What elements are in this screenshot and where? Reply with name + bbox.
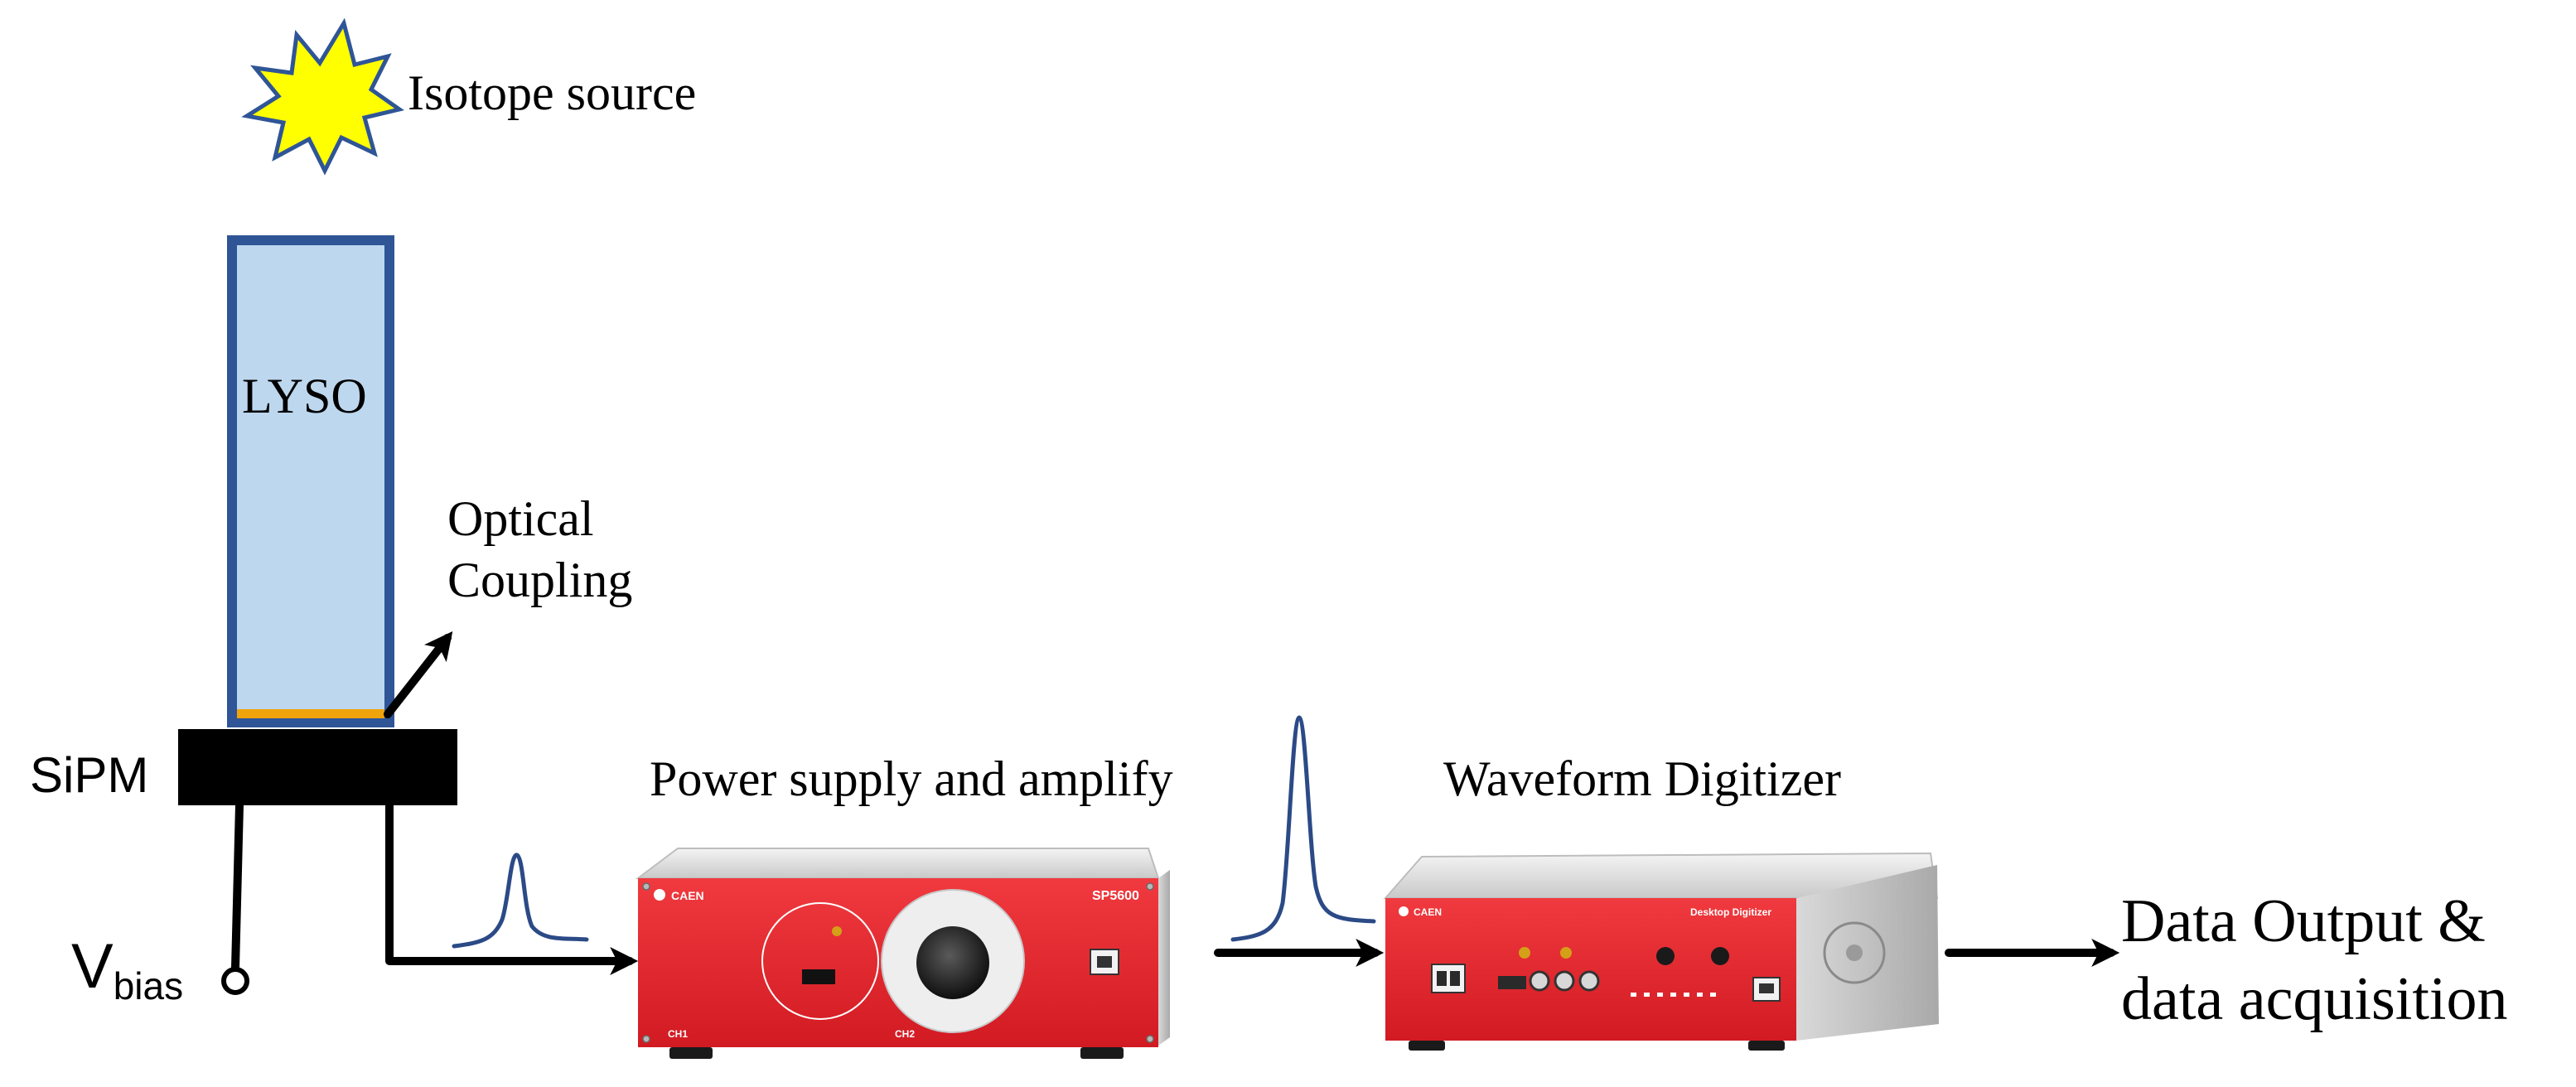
coupling-label-line1: Optical	[447, 491, 594, 546]
channel-1-connector-icon	[832, 926, 842, 936]
digitizer-foot-right	[1748, 1041, 1785, 1051]
digitizer-device: Waveform Digitizer CAEN Desktop Digitize…	[1383, 751, 1939, 1051]
digitizer-usb-inner	[1759, 983, 1774, 993]
channel-2-label: CH2	[895, 1028, 915, 1040]
digitizer-connector-icon	[1578, 970, 1600, 992]
digitizer-led-row	[1631, 993, 1716, 997]
digitizer-foot-left	[1409, 1041, 1445, 1051]
bias-terminal-icon	[221, 967, 249, 995]
lyso-crystal: LYSO	[227, 235, 394, 727]
optical-coupling-callout: Optical Coupling	[384, 491, 632, 718]
digitizer-connector-icon	[1529, 970, 1550, 992]
channel-1-display	[802, 969, 835, 984]
amplifier-top	[636, 848, 1160, 879]
amplifier-brand: CAEN	[671, 889, 704, 902]
amplifier-brand-logo-icon	[654, 889, 665, 901]
amplifier-foot-right	[1080, 1047, 1124, 1059]
sipm: SiPM	[30, 729, 457, 805]
lyso-label: LYSO	[242, 369, 367, 423]
digitizer-fan-hub	[1846, 944, 1863, 961]
coupling-label-line2: Coupling	[447, 553, 632, 607]
digitizer-label: Waveform Digitizer	[1443, 751, 1841, 806]
digitizer-clock-port-icon	[1498, 976, 1526, 989]
isotope-source: Isotope source	[241, 17, 696, 176]
digitizer-side	[1796, 865, 1939, 1041]
digitizer-fan-icon	[1823, 921, 1886, 984]
coupling-pointer-arrow	[384, 630, 453, 718]
digitizer-optical-port-inner	[1437, 971, 1447, 986]
amplifier-screw-icon	[642, 1035, 650, 1043]
amplifier-screw-icon	[1146, 882, 1154, 891]
isotope-source-label: Isotope source	[408, 65, 696, 120]
digitizer-connector-icon	[1554, 970, 1575, 992]
digitizer-model: Desktop Digitizer	[1690, 906, 1771, 918]
signal-pulse-2	[1230, 715, 1376, 942]
amplifier-device: Power supply and amplify CAEN SP5600 CH1…	[636, 751, 1173, 1059]
optical-coupling-layer	[237, 709, 384, 718]
digitizer-brand: CAEN	[1414, 906, 1442, 918]
amplifier-label: Power supply and amplify	[650, 751, 1173, 806]
data-output: Data Output & data acquisition	[2121, 887, 2507, 1033]
channel-2-knob-icon	[916, 926, 989, 999]
signal-pulse-1	[452, 853, 589, 949]
amplifier-model: SP5600	[1092, 889, 1139, 903]
bias-label: Vbias	[71, 931, 183, 1007]
output-label-line2: data acquisition	[2121, 965, 2507, 1033]
lyso-crystal-body	[227, 235, 394, 727]
digitizer-input-connector-icon	[1519, 947, 1530, 959]
isotope-star-icon	[241, 17, 404, 176]
digitizer-brand-logo-icon	[1399, 906, 1409, 916]
digitizer-optical-port-inner	[1450, 971, 1460, 986]
channel-1-label: CH1	[668, 1028, 688, 1040]
sipm-block	[178, 729, 457, 805]
amplifier-screw-icon	[1146, 1035, 1154, 1043]
digitizer-input-connector-icon	[1560, 947, 1572, 959]
output-label-line1: Data Output &	[2121, 887, 2486, 955]
amplifier-side	[1158, 870, 1170, 1046]
digitizer-button-icon	[1656, 947, 1675, 965]
amplifier-foot-left	[669, 1047, 713, 1059]
channel-1-ring	[761, 902, 879, 1020]
digitizer-button-icon	[1711, 947, 1729, 965]
signal-wire-to-amplifier	[385, 801, 639, 976]
amplifier-screw-icon	[642, 882, 650, 891]
bias-connection: Vbias	[71, 801, 249, 1007]
bias-wire	[231, 801, 244, 972]
amplifier-usb-inner	[1097, 956, 1112, 968]
sipm-label: SiPM	[30, 747, 148, 803]
